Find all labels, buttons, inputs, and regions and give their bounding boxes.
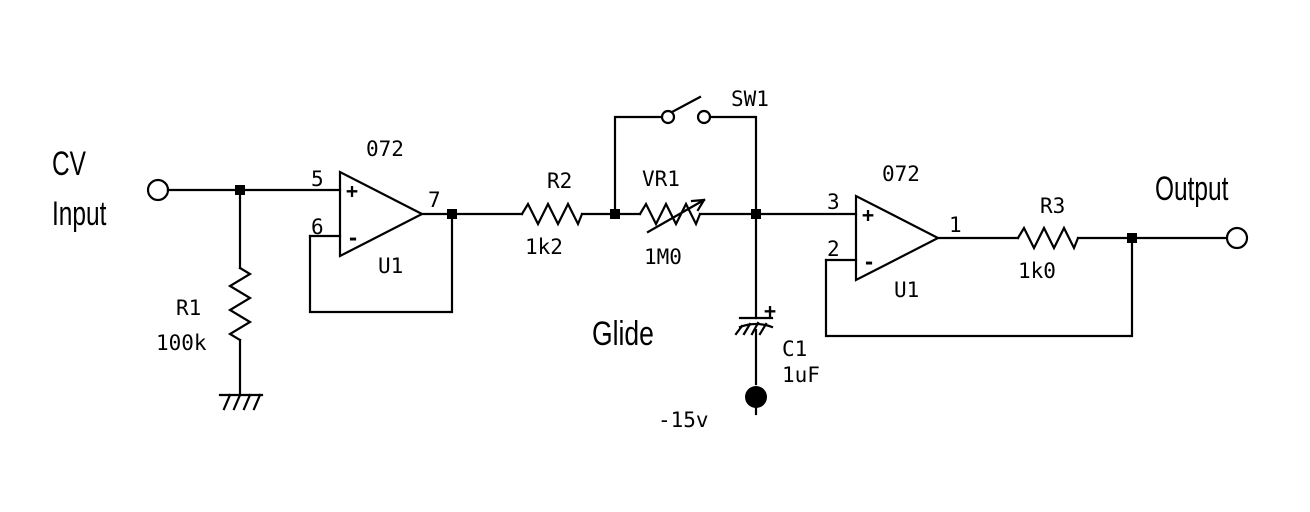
- output-terminal: [1225, 226, 1249, 250]
- u1a-plus-sign: +: [346, 179, 358, 203]
- u1a-pin-plus: 5: [311, 167, 324, 191]
- r3-ref: R3: [1040, 194, 1065, 218]
- cv-label-line2: Input: [52, 195, 107, 233]
- c1-capacitor: [734, 316, 774, 336]
- junction-u1a-out: [447, 209, 457, 219]
- r1-resistor: [227, 266, 253, 342]
- supply-terminal: [745, 386, 767, 408]
- u1a-ref: U1: [378, 254, 403, 278]
- u1b-pin-plus: 3: [827, 190, 840, 214]
- vr1-resistor: [638, 201, 702, 227]
- c1-ref: C1: [782, 337, 807, 361]
- r2-value: 1k2: [525, 235, 563, 259]
- u1b-pin-minus: 2: [827, 237, 840, 261]
- vr1-ref: VR1: [642, 167, 680, 191]
- c1-value: 1uF: [782, 363, 820, 387]
- u1b-plus-sign: +: [862, 203, 874, 227]
- r1-ref: R1: [176, 296, 201, 320]
- u1b-opamp: [854, 194, 941, 282]
- r3-resistor: [1016, 225, 1080, 251]
- vr1-value: 1M0: [644, 245, 682, 269]
- cv-label-line1: CV: [52, 145, 86, 183]
- r2-resistor: [520, 201, 584, 227]
- supply-label: -15v: [658, 408, 709, 432]
- r3-value: 1k0: [1018, 259, 1056, 283]
- sw1-ref: SW1: [731, 87, 769, 111]
- u1a-type: 072: [366, 137, 404, 161]
- sw1-switch: [660, 95, 712, 125]
- u1a-opamp: [338, 170, 425, 258]
- output-label: Output: [1155, 170, 1229, 208]
- vr1-arrow: [646, 198, 706, 234]
- u1a-pin-out: 7: [428, 188, 441, 212]
- ground-symbol: [218, 393, 264, 411]
- c1-polarity: +: [764, 299, 776, 323]
- wire-sw1-right: [708, 115, 758, 216]
- glide-label: Glide: [592, 315, 654, 353]
- r2-ref: R2: [547, 169, 572, 193]
- wire-sw1-left: [613, 115, 663, 216]
- u1b-pin-out: 1: [949, 213, 962, 237]
- wire-u1a-feedback: [308, 212, 454, 314]
- u1b-type: 072: [882, 162, 920, 186]
- u1b-ref: U1: [894, 278, 919, 302]
- u1b-minus-sign: -: [863, 250, 875, 274]
- wire-u1b-feedback: [824, 236, 1134, 338]
- cv-input-terminal: [146, 178, 170, 202]
- u1a-minus-sign: -: [347, 226, 359, 250]
- r1-value: 100k: [156, 331, 207, 355]
- u1a-pin-minus: 6: [311, 215, 324, 239]
- junction-output: [1127, 233, 1137, 243]
